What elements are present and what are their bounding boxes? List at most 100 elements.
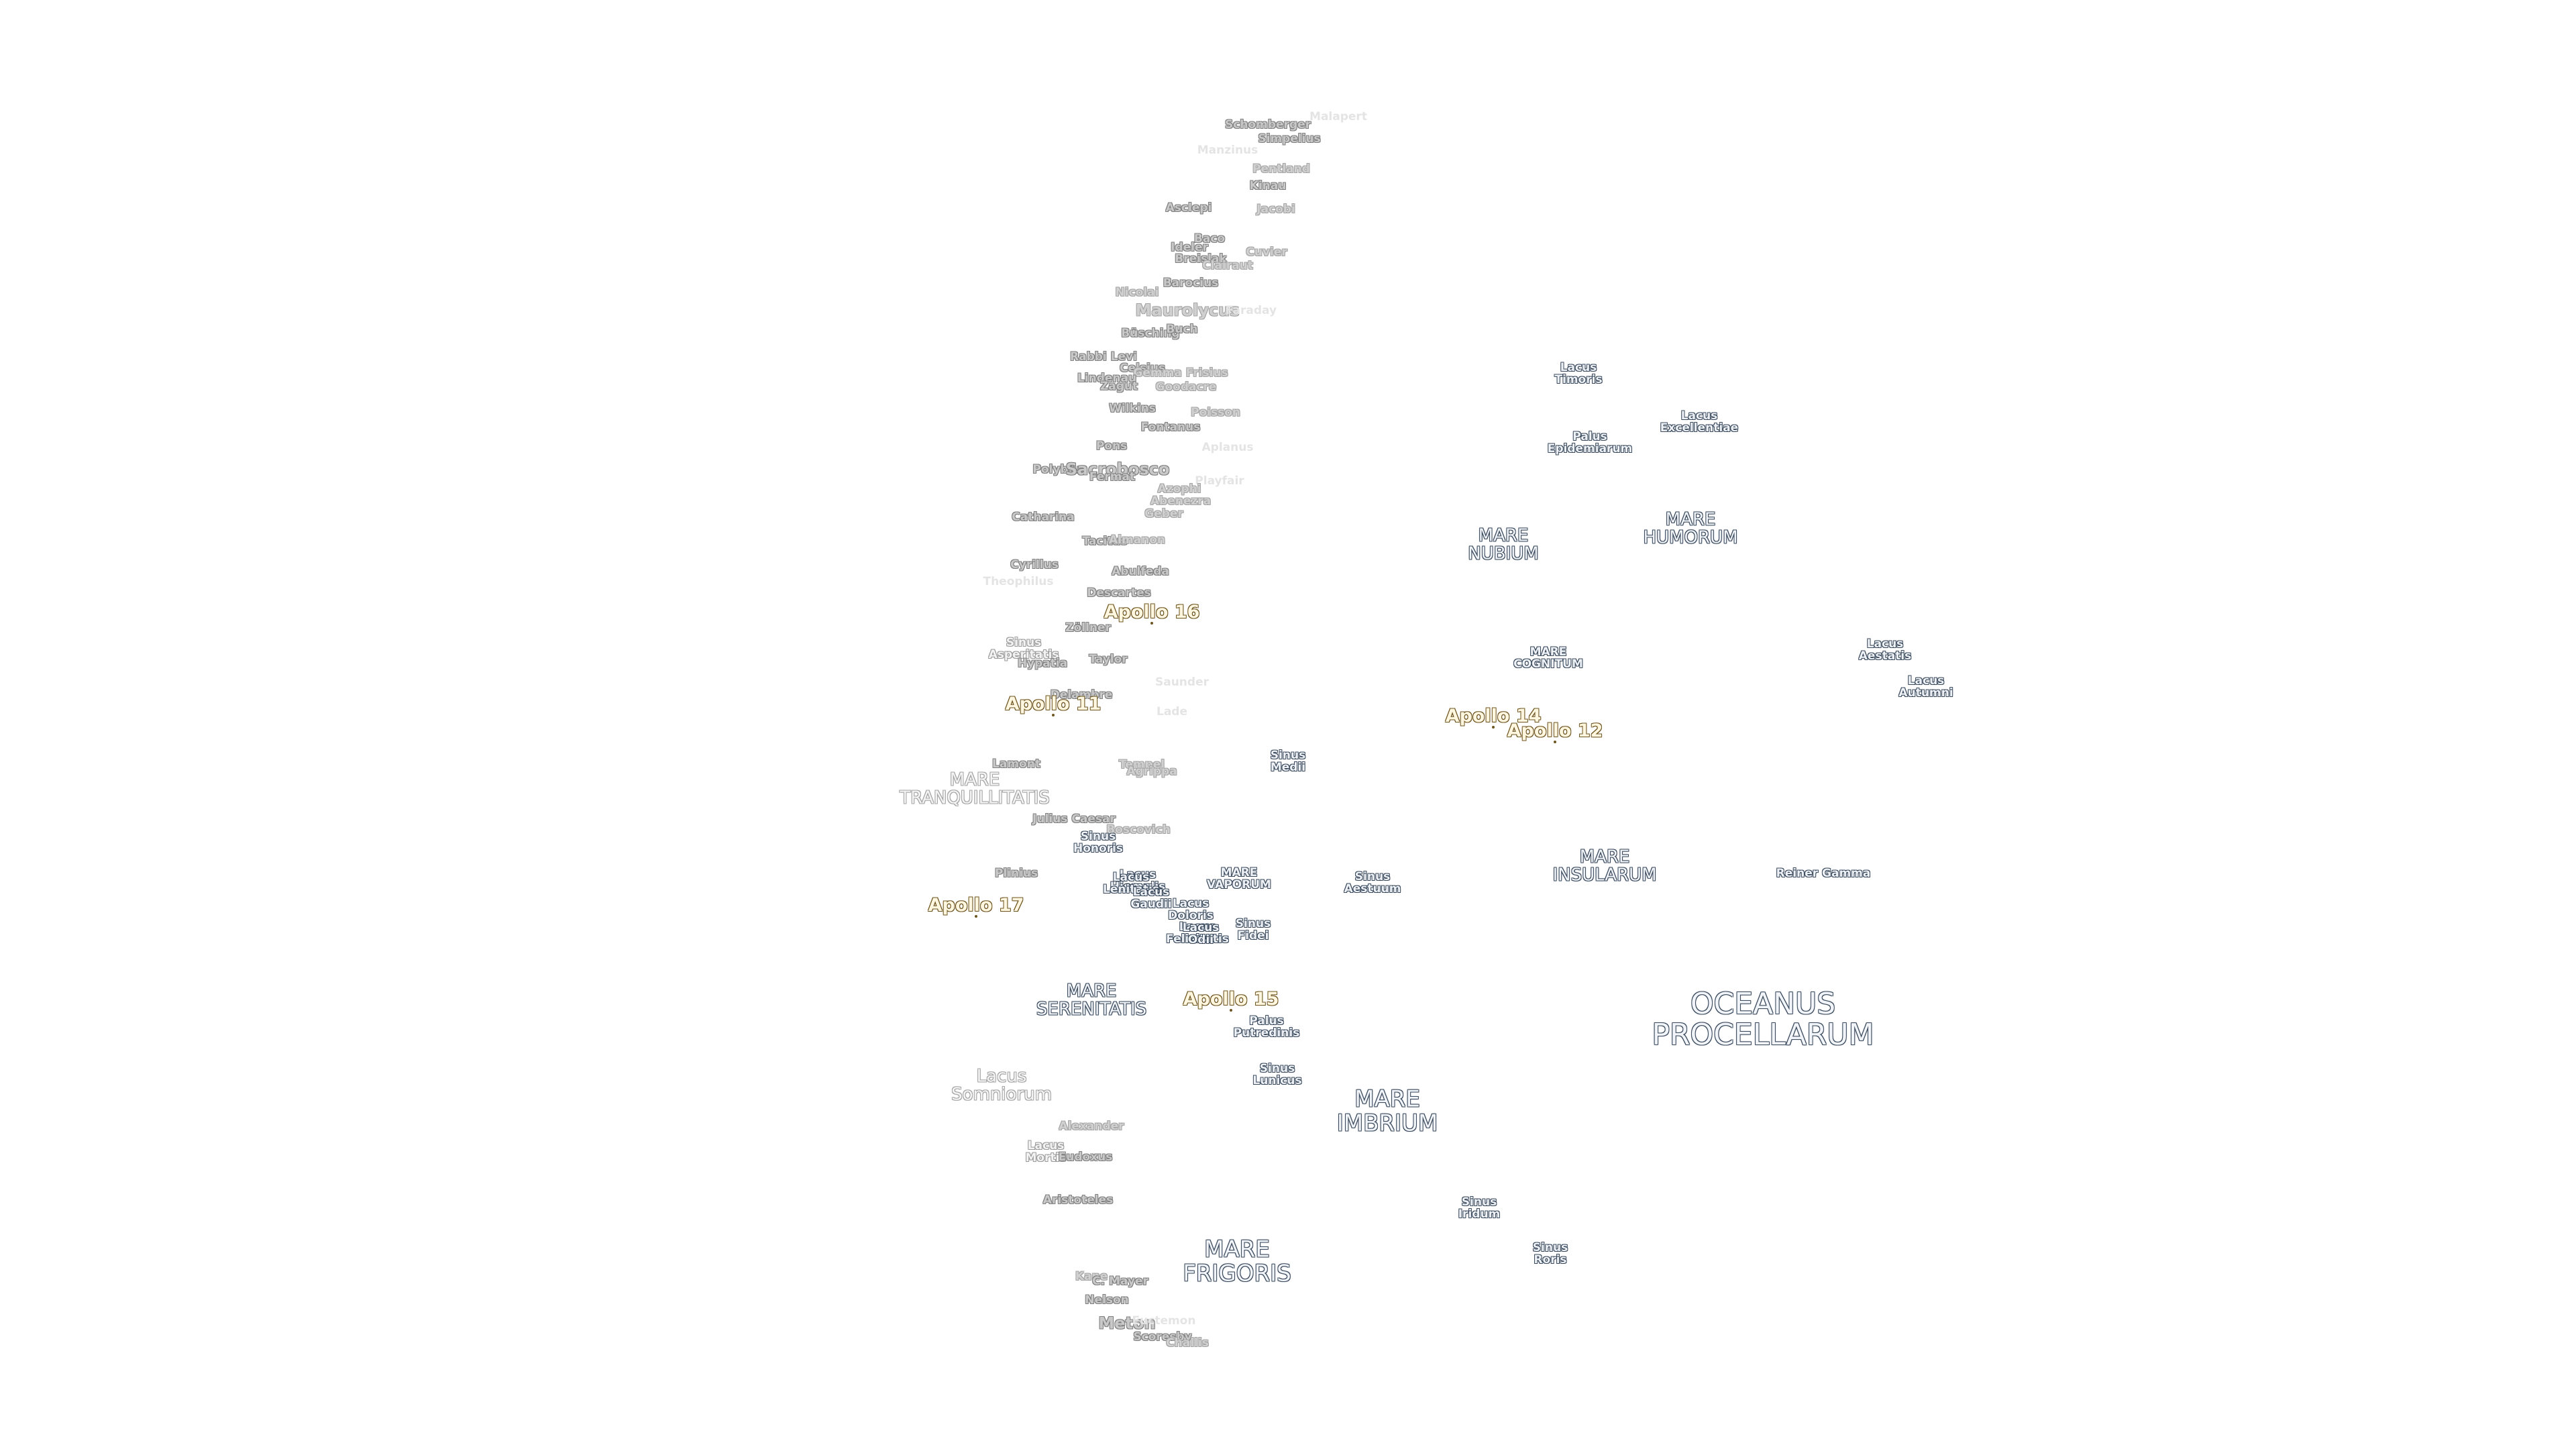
map-label-fontanus: Fontanus xyxy=(1140,421,1201,435)
map-label-apollo-16: Apollo 16 xyxy=(1104,601,1200,623)
map-label-descartes: Descartes xyxy=(1087,586,1151,600)
map-label-scoresby: Scoresby xyxy=(1133,1330,1192,1344)
map-label-lacus-felicitatis: Lacus Felicitatis xyxy=(1166,920,1229,946)
map-label-boscovich: Boscovich xyxy=(1106,823,1171,837)
map-label-baco: Baco xyxy=(1193,232,1226,246)
map-label-kane: Kane xyxy=(1075,1270,1108,1284)
map-label-jacobi: Jacobi xyxy=(1256,203,1295,217)
map-label-lacus-somniorum: Lacus Somniorum xyxy=(951,1066,1052,1105)
map-label-goodacre: Goodacre xyxy=(1155,380,1217,394)
map-label-mare-vaporum: MARE VAPORUM xyxy=(1207,866,1271,892)
map-label-lamont: Lamont xyxy=(992,757,1040,771)
map-label-celsius: Celsius xyxy=(1120,362,1165,376)
map-label-manzinus: Manzinus xyxy=(1197,144,1258,158)
map-label-sinus-honoris: Sinus Honoris xyxy=(1073,830,1124,855)
map-label-mare-frigoris: MARE FRIGORIS xyxy=(1183,1236,1291,1287)
map-label-challis: Challis xyxy=(1166,1336,1209,1350)
map-label-kinau: Kinau xyxy=(1249,179,1287,193)
map-label-gemma-frisius: Gemma Frisius xyxy=(1133,366,1228,380)
map-label-buch: Buch xyxy=(1166,323,1198,337)
map-label-lacus-autumni: Lacus Autumni xyxy=(1898,674,1953,700)
map-label-delambre: Delambre xyxy=(1050,688,1113,702)
landing-site-marker xyxy=(1052,714,1055,716)
map-label-nicolai: Nicolai xyxy=(1115,286,1159,300)
map-label-wilkins: Wilkins xyxy=(1109,402,1156,416)
map-label-apollo-17: Apollo 17 xyxy=(928,894,1024,916)
map-label-zagut: Zagut xyxy=(1099,380,1138,394)
map-label-nelson: Nelson xyxy=(1085,1293,1129,1307)
landing-site-marker xyxy=(1554,741,1556,743)
map-label-z-llner: Zöllner xyxy=(1065,621,1111,635)
map-label-apollo-14: Apollo 14 xyxy=(1445,705,1542,727)
map-label-saunder: Saunder xyxy=(1155,676,1210,690)
landing-site-marker xyxy=(1230,1009,1232,1012)
map-label-b-sching: Büsching xyxy=(1121,327,1180,341)
map-label-playfair: Playfair xyxy=(1195,474,1244,488)
map-label-mare-nubium: MARE NUBIUM xyxy=(1468,525,1539,564)
map-label-apollo-12: Apollo 12 xyxy=(1507,720,1603,741)
map-label-taylor: Taylor xyxy=(1089,653,1128,667)
map-label-simpelius: Simpelius xyxy=(1258,132,1321,146)
map-label-hypatia: Hypatia xyxy=(1017,657,1068,671)
map-label-lade: Lade xyxy=(1156,705,1188,719)
map-label-sinus-fidei: Sinus Fidei xyxy=(1235,917,1271,943)
map-label-tacitus: Tacitus xyxy=(1082,535,1128,549)
map-label-lacus-gaudii: Lacus Gaudii xyxy=(1130,885,1172,911)
landing-site-marker xyxy=(1492,726,1495,729)
map-label-barocius: Barocius xyxy=(1163,276,1219,290)
map-label-eudoxus: Eudoxus xyxy=(1058,1150,1113,1165)
map-label-breislak: Breislak xyxy=(1175,252,1227,266)
map-label-reiner-gamma: Reiner Gamma xyxy=(1776,867,1871,881)
map-label-palus-putredinis: Palus Putredinis xyxy=(1233,1014,1300,1040)
map-label-lindenau: Lindenau xyxy=(1077,372,1137,386)
map-label-agrippa: Agrippa xyxy=(1126,765,1177,779)
map-label-palus-epidemiarum: Palus Epidemiarum xyxy=(1547,430,1633,455)
map-label-euctemon: Euctemon xyxy=(1132,1314,1196,1328)
map-label-ideler: Ideler xyxy=(1171,241,1208,255)
map-label-sinus-roris: Sinus Roris xyxy=(1532,1241,1568,1267)
map-label-mare-humorum: MARE HUMORUM xyxy=(1643,509,1738,548)
map-label-fermat: Fermat xyxy=(1089,470,1136,484)
map-label-c-mayer: C. Mayer xyxy=(1092,1275,1148,1289)
map-label-mare-imbrium: MARE IMBRIUM xyxy=(1336,1085,1438,1136)
map-label-theophilus: Theophilus xyxy=(983,575,1054,589)
map-label-maurolycus: Maurolycus xyxy=(1135,301,1240,320)
map-label-poisson: Poisson xyxy=(1191,406,1240,420)
map-label-catharina: Catharina xyxy=(1012,511,1075,525)
map-label-lacus-odii: Lacus Odii xyxy=(1182,921,1220,947)
landing-site-marker xyxy=(1150,622,1153,625)
map-label-oceanus-procellarum: OCEANUS PROCELLARUM xyxy=(1652,986,1874,1052)
map-label-lacus-doloris: Lacus Doloris xyxy=(1168,897,1214,922)
map-label-schomberger: Schomberger xyxy=(1225,118,1311,132)
map-label-lacus-excellentiae: Lacus Excellentiae xyxy=(1660,409,1739,435)
map-label-mare-cognitum: MARE COGNITUM xyxy=(1513,645,1583,671)
map-label-almanon: Almanon xyxy=(1108,533,1166,547)
map-label-julius-caesar: Julius Caesar xyxy=(1032,812,1116,826)
map-label-sinus-iridum: Sinus Iridum xyxy=(1458,1195,1501,1221)
map-label-sinus-asperitatis: Sinus Asperitatis xyxy=(988,636,1059,661)
map-label-apollo-15: Apollo 15 xyxy=(1183,988,1279,1010)
map-label-mare-insularum: MARE INSULARUM xyxy=(1552,847,1657,885)
map-label-sacrobosco: Sacrobosco xyxy=(1065,460,1170,479)
map-label-meton: Meton xyxy=(1098,1313,1156,1333)
map-label-lacus-lenitatis: Lacus Lenitatis xyxy=(1103,871,1159,896)
map-label-pentland: Pentland xyxy=(1252,162,1310,176)
map-label-geber: Geber xyxy=(1144,507,1183,521)
map-label-sinus-lunicus: Sinus Lunicus xyxy=(1252,1062,1302,1087)
map-label-lacus-timoris: Lacus Timoris xyxy=(1554,361,1603,386)
map-label-aplanus: Aplanus xyxy=(1201,441,1254,455)
map-label-mare-tranquillitatis: MARE TRANQUILLITATIS xyxy=(900,769,1050,808)
map-label-polybius: Polybius xyxy=(1032,463,1087,477)
map-label-aristoteles: Aristoteles xyxy=(1042,1193,1114,1208)
landing-site-marker xyxy=(975,915,977,918)
map-label-alexander: Alexander xyxy=(1059,1120,1124,1134)
map-label-rabbi-levi: Rabbi Levi xyxy=(1070,350,1137,364)
map-label-lacus-aestatis: Lacus Aestatis xyxy=(1858,637,1912,663)
map-label-abulfeda: Abulfeda xyxy=(1112,565,1169,579)
map-label-cuvier: Cuvier xyxy=(1246,246,1287,260)
map-label-sinus-aestuum: Sinus Aestuum xyxy=(1344,870,1401,896)
map-label-lacus-mortis: Lacus Mortis xyxy=(1025,1139,1067,1165)
map-label-tempel: Tempel xyxy=(1118,758,1165,772)
map-label-pons: Pons xyxy=(1095,439,1128,453)
